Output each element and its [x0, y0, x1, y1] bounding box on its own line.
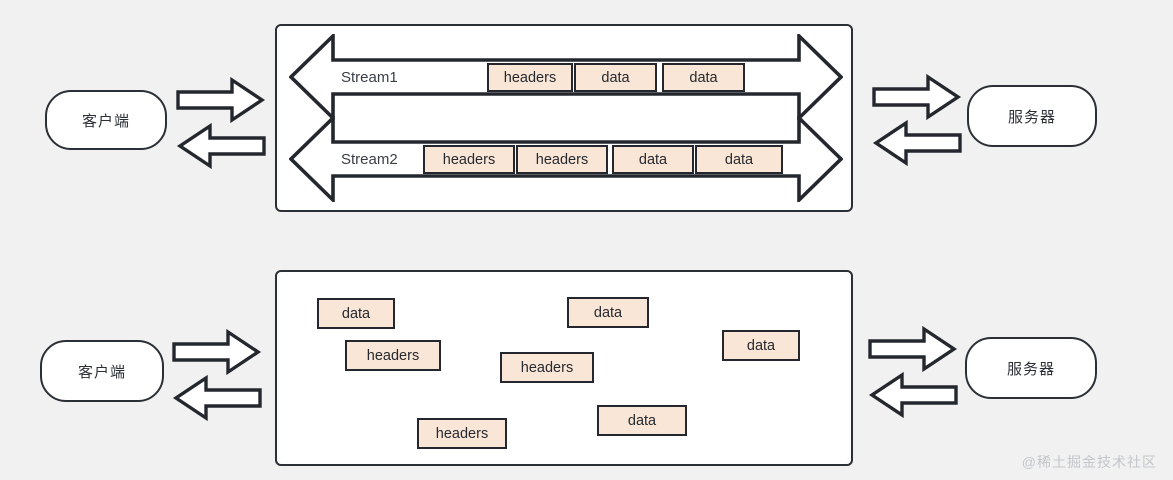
frame-chip: headers — [345, 340, 441, 371]
exchange-arrows-top-left — [176, 76, 266, 170]
frame-chip: headers — [516, 145, 608, 174]
stream-band-2: Stream2 headers headers data data — [289, 116, 843, 202]
watermark: @稀土掘金技术社区 — [1021, 454, 1157, 470]
endpoint-server-top: 服务器 — [967, 85, 1097, 147]
endpoint-client-bottom-label: 客户端 — [77, 363, 126, 381]
frame-chip: data — [662, 63, 745, 92]
panel-sequential-frames: data data data headers headers headers d… — [275, 270, 853, 466]
endpoint-server-bottom-label: 服务器 — [1006, 360, 1055, 378]
panel-multiplexed-streams: Stream1 headers data data Stream2 header… — [275, 24, 853, 212]
frame-chip: data — [722, 330, 800, 361]
stream-band-1: Stream1 headers data data — [289, 34, 843, 120]
endpoint-client-top: 客户端 — [45, 90, 167, 150]
bidirectional-arrow-icon — [172, 328, 262, 422]
frame-chip: headers — [423, 145, 515, 174]
stream-1-label: Stream1 — [341, 69, 398, 86]
endpoint-client-top-label: 客户端 — [81, 112, 130, 130]
frame-chip: headers — [417, 418, 507, 449]
frame-chip: data — [317, 298, 395, 329]
bidirectional-arrow-icon — [872, 73, 962, 167]
bidirectional-arrow-icon — [868, 325, 958, 419]
frame-chip: data — [597, 405, 687, 436]
exchange-arrows-bottom-right — [868, 325, 958, 419]
endpoint-client-bottom: 客户端 — [40, 340, 164, 402]
exchange-arrows-bottom-left — [172, 328, 262, 422]
bidirectional-arrow-icon — [176, 76, 266, 170]
frame-chip: data — [567, 297, 649, 328]
frame-chip: data — [695, 145, 783, 174]
endpoint-server-bottom: 服务器 — [965, 337, 1097, 399]
exchange-arrows-top-right — [872, 73, 962, 167]
frame-chip: headers — [500, 352, 594, 383]
frame-chip: data — [574, 63, 657, 92]
stream-2-label: Stream2 — [341, 151, 398, 168]
frame-chip: data — [612, 145, 694, 174]
endpoint-server-top-label: 服务器 — [1007, 108, 1056, 126]
frame-chip: headers — [487, 63, 573, 92]
